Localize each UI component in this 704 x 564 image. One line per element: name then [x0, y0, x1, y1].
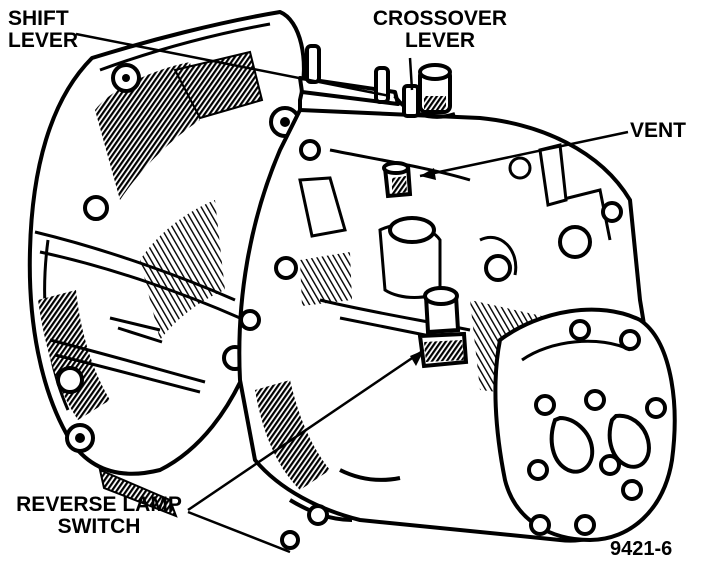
shift-lever-label: SHIFT LEVER — [8, 7, 79, 52]
vent-label: VENT — [630, 119, 687, 142]
crossover-lever-label: CROSSOVER LEVER — [372, 7, 508, 52]
figure-number: 9421-6 — [610, 538, 673, 560]
leader-arrowheads — [410, 168, 436, 366]
leader-lines — [75, 32, 629, 554]
end-cover — [493, 307, 677, 543]
end-cover-bolts — [527, 319, 667, 536]
reverse-lamp-switch-label: REVERSE LAMP SWITCH — [16, 493, 182, 538]
